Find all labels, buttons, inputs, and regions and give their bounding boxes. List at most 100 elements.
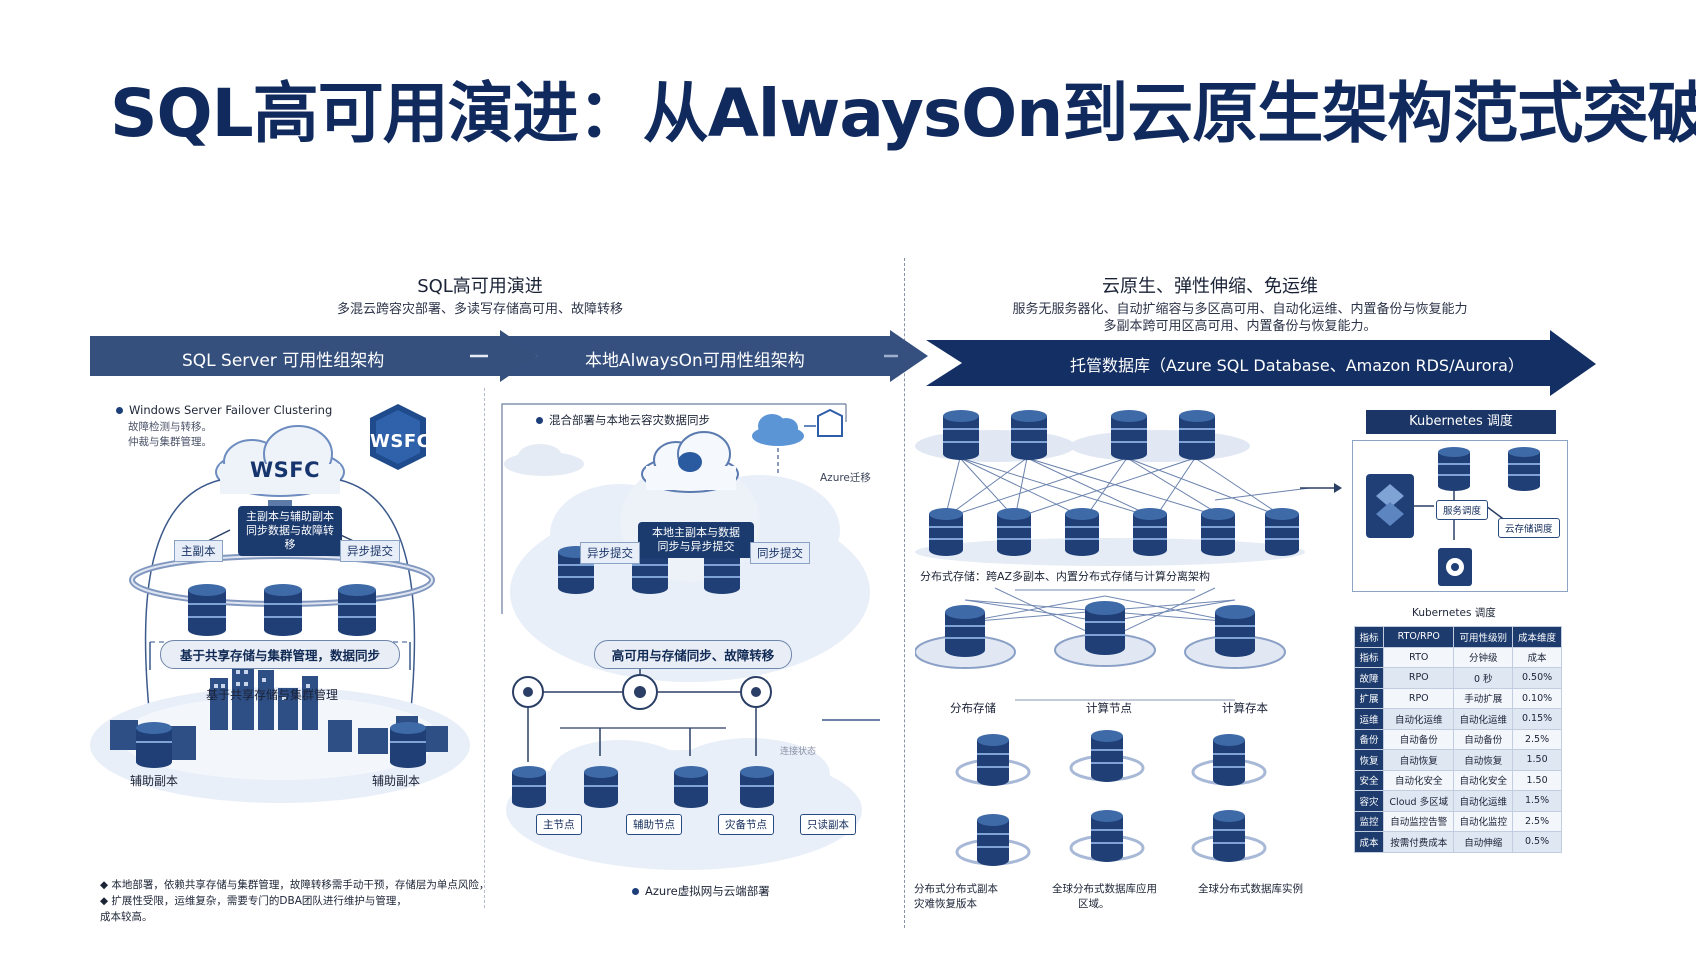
table-cell: 自动化安全 [1383, 769, 1455, 791]
right-section-subtitle-2: 多副本跨可用区高可用、内置备份与恢复能力。 [1103, 319, 1377, 334]
database-icon [1179, 410, 1215, 460]
panel3-caption: 分布式存储：跨AZ多副本、内置分布式存储与计算分离架构 [920, 570, 1211, 583]
panel1-replica-group [188, 584, 376, 636]
table-cell: RPO [1383, 687, 1455, 709]
panel1-bullet-sub-1: 故障检测与转移。 [128, 421, 212, 433]
table-header-cell: 成本维度 [1512, 626, 1562, 648]
database-icon [1011, 410, 1047, 460]
wsfc-shield-icon [370, 404, 426, 470]
panel3-foot-1b: 灾难恢复版本 [914, 898, 977, 910]
orbit-database-icon [1069, 810, 1145, 862]
database-icon [512, 766, 546, 808]
panel1-footer-1: ◆ 本地部署，依赖共享存储与集群管理，故障转移需手动干预，存储层为单点风险， [100, 879, 490, 891]
evolution-arrow-bands [90, 330, 1596, 396]
table-cell: 自动伸缩 [1453, 831, 1514, 853]
panel3-label-compute: 计算节点 [1086, 701, 1132, 715]
database-icon [584, 766, 618, 808]
panel2-bullet-text: 混合部署与本地云容灾数据同步 [549, 413, 710, 427]
cloud-icon [641, 431, 739, 493]
stage-3-label: 托管数据库（Azure SQL Database、Amazon RDS/Auro… [1070, 356, 1524, 375]
panel2-tag-sync: 同步提交 [750, 542, 810, 564]
panel2-ha-band: 高可用与存储同步、故障转移 [594, 640, 792, 669]
orbit-database-icon [1069, 730, 1145, 782]
database-icon [188, 584, 226, 636]
stage-2-label: 本地AlwaysOn可用性组架构 [585, 351, 805, 371]
compute-node-icon [1054, 601, 1156, 667]
database-icon [1133, 508, 1167, 556]
panel-divider [484, 388, 485, 908]
panel3-label-compute-storage: 计算存本 [1222, 701, 1268, 715]
database-icon [740, 766, 774, 808]
table-cell: 容灾 [1353, 790, 1385, 812]
table-cell: 成本 [1353, 831, 1385, 853]
table-cell: 分钟级 [1453, 646, 1514, 668]
table-cell: 0 秒 [1453, 667, 1514, 689]
database-icon [1508, 447, 1540, 491]
table-cell: 成本 [1512, 646, 1562, 668]
table-cell: 备份 [1353, 728, 1385, 750]
panel2-center-box: 本地主副本与数据 同步与异步提交 [638, 522, 754, 558]
table-cell: 恢复 [1353, 749, 1385, 771]
panel2-status-label: 连接状态 [780, 747, 817, 757]
panel3-label-storage: 分布存储 [950, 701, 996, 715]
left-section-title: SQL高可用演进 [417, 276, 543, 297]
table-cell: 监控 [1353, 810, 1385, 832]
panel2-footer-text: Azure虚拟网与云端部署 [645, 884, 770, 898]
table-cell: 0.15% [1512, 708, 1562, 730]
panel3-foot-1a: 分布式分布式副本 [914, 883, 998, 895]
database-icon [390, 722, 426, 768]
table-cell: 自动化运维 [1453, 708, 1514, 730]
database-icon [136, 722, 172, 768]
network-hub-icon [622, 674, 658, 710]
stage-1-label: SQL Server 可用性组架构 [182, 351, 385, 371]
right-section-subtitle-1: 服务无服务器化、自动扩缩容与多区高可用、自动化运维、内置备份与恢复能力 [1012, 302, 1468, 317]
wsfc-logo-text: WSFC [370, 431, 431, 452]
panel1-bullet-sub-2: 仲裁与集群管理。 [128, 436, 212, 448]
compute-node-icon [1184, 605, 1286, 669]
panel1-replica-left-label: 辅助副本 [130, 774, 179, 788]
table-cell: 扩展 [1353, 687, 1385, 709]
kubernetes-box-service: 服务调度 [1436, 500, 1489, 520]
panel2-tag-async: 异步提交 [580, 542, 640, 564]
table-cell: 自动恢复 [1383, 749, 1455, 771]
table-cell: 自动化安全 [1453, 769, 1514, 791]
panel1-footer-2: ◆ 扩展性受限，运维复杂，需要专门的DBA团队进行维护与管理， [100, 895, 407, 907]
panel1-bullet-text: Windows Server Failover Clustering [129, 403, 333, 417]
table-cell: 1.5% [1512, 790, 1562, 812]
database-icon [1438, 447, 1470, 491]
table-cell: RTO [1383, 646, 1455, 668]
arrow-right-icon [1300, 483, 1342, 493]
panel1-footer-3: 成本较高。 [100, 911, 153, 923]
database-icon [264, 584, 302, 636]
azure-cloud-icon [752, 408, 843, 474]
panel2-footer: Azure虚拟网与云端部署 [632, 884, 770, 899]
storage-node-icon [915, 605, 1016, 669]
table-cell: 指标 [1353, 646, 1385, 668]
table-cell: 2.5% [1512, 810, 1562, 832]
panel3-foot-3: 全球分布式数据库实例 [1198, 883, 1303, 895]
panel3-diagram [915, 410, 1311, 866]
bullet-dot [536, 417, 543, 424]
database-icon [338, 584, 376, 636]
database-icon [1201, 508, 1235, 556]
table-cell: 0.5% [1512, 831, 1562, 853]
table-cell: 安全 [1353, 769, 1385, 791]
panel2-node-primary: 主节点 [536, 814, 582, 835]
network-node-icon [740, 676, 772, 708]
right-section-title: 云原生、弹性伸缩、免运维 [1102, 276, 1318, 297]
table-cell: Cloud 多区域 [1383, 790, 1455, 812]
stage-1-band [90, 330, 538, 382]
panel1-shared-storage-label: 基于共享存储与集群管理 [206, 688, 339, 702]
table-cell: 自动化监控 [1453, 810, 1514, 832]
panel2-azure-label: Azure迁移 [820, 472, 871, 484]
panel2-node-readonly: 只读副本 [800, 814, 856, 835]
table-cell: 自动备份 [1453, 728, 1514, 750]
